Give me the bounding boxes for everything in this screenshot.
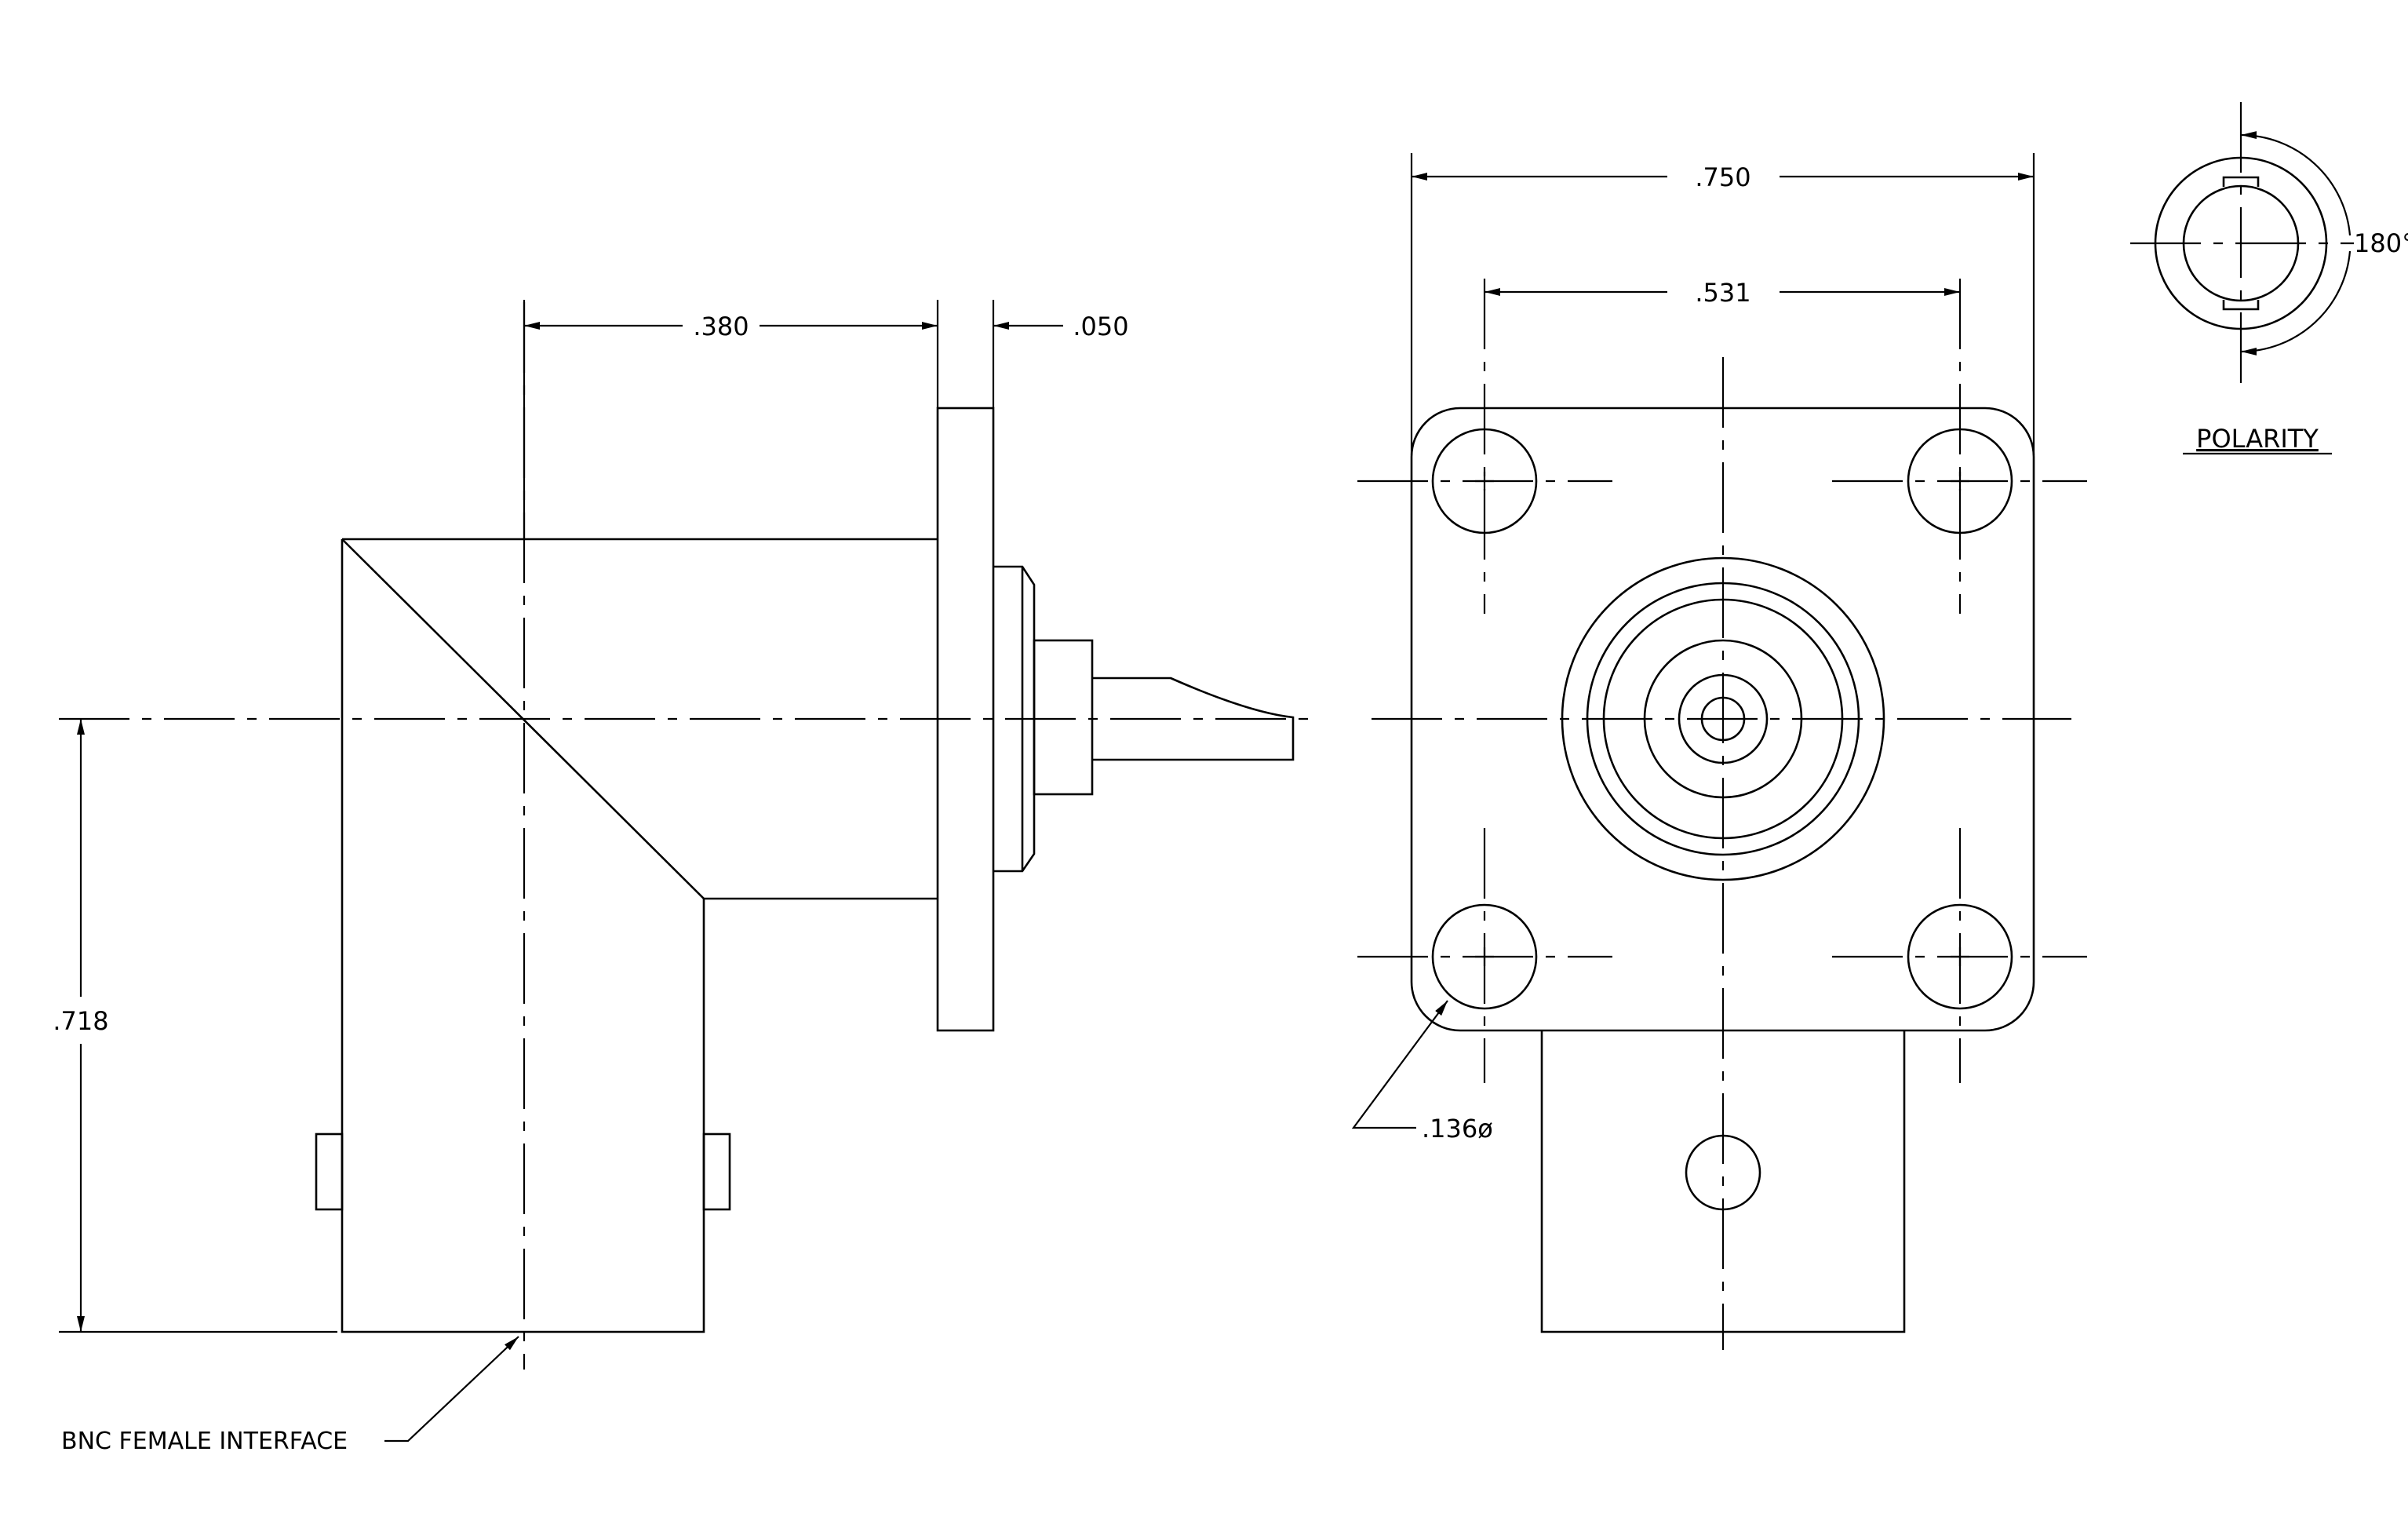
polarity-key-bottom xyxy=(2222,300,2260,311)
dim-531-label: .531 xyxy=(1695,278,1750,308)
mounting-flange xyxy=(936,407,995,1032)
rear-insulator xyxy=(1033,639,1094,796)
polarity-arc-upper xyxy=(2240,131,2352,236)
polarity-title: POLARITY xyxy=(2196,424,2319,454)
elbow-miter-line xyxy=(341,538,705,899)
polarity-arc-lower xyxy=(2240,250,2352,356)
interface-label: BNC FEMALE INTERFACE xyxy=(61,1428,348,1455)
dim-718-label: .718 xyxy=(53,1006,108,1036)
solder-pin xyxy=(1092,677,1295,761)
dim-380-label: .380 xyxy=(693,312,749,341)
side-view: .380 .050 .718 BNC FEMALE INTERFACE xyxy=(53,300,1318,1455)
polarity-angle-label: 180° xyxy=(2354,228,2408,258)
dim-050-label: .050 xyxy=(1073,312,1128,341)
front-view: .750 .531 .136ø xyxy=(1351,153,2087,1350)
hole-diameter-leader xyxy=(1351,1000,1448,1129)
mounting-hole-bottom-left xyxy=(1431,903,1538,1010)
left-tab xyxy=(315,1133,344,1211)
polarity-detail: 180° POLARITY xyxy=(2130,102,2408,455)
hole-diameter-label: .136ø xyxy=(1422,1114,1493,1143)
dim-750-label: .750 xyxy=(1695,162,1750,192)
right-tab xyxy=(702,1133,731,1211)
interface-leader xyxy=(384,1336,519,1443)
elbow-body-outline xyxy=(341,538,938,1333)
mounting-hole-bottom-right xyxy=(1907,903,2013,1010)
polarity-key-top xyxy=(2222,176,2260,187)
